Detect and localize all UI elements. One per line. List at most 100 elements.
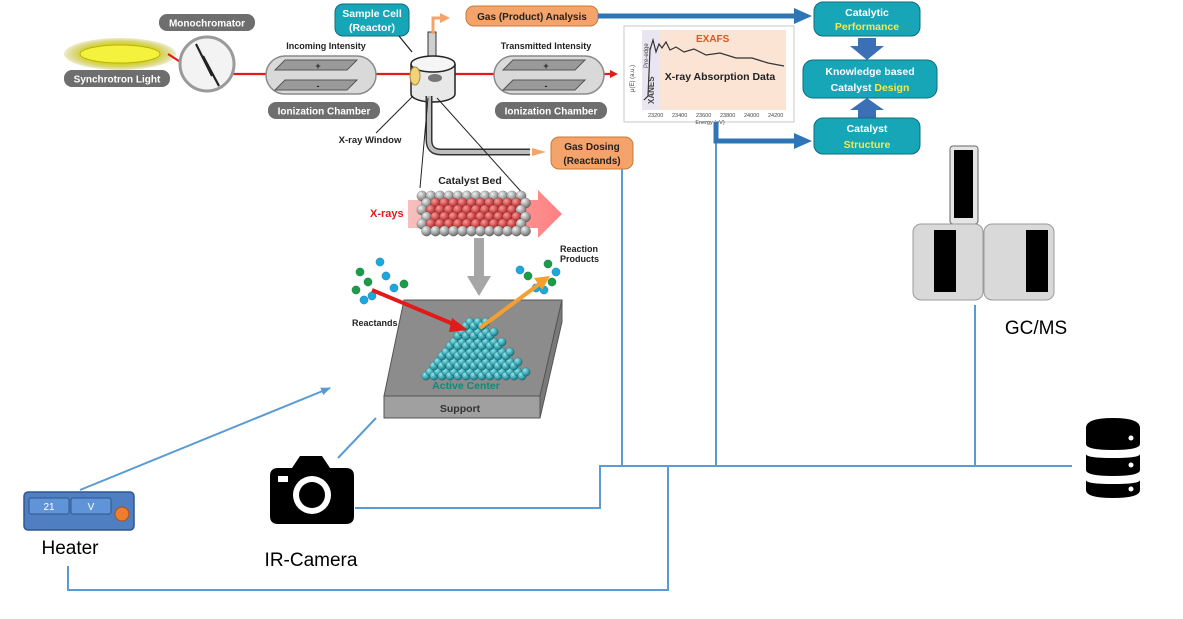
reactand-molecule [399,279,409,289]
sample-cell-label-box [334,3,410,37]
spectrum-tick: 24200 [768,113,783,119]
design-label-line2a: Catalyst [831,82,875,94]
synchrotron-source: Synchrotron Light [64,38,176,87]
reaction-products-line1: Reaction [560,244,598,254]
molecules [351,257,561,305]
performance-label-line1: Catalytic [845,7,889,19]
active-center-label: Active Center [432,380,500,392]
spectrum-tick: 23200 [648,113,663,119]
exafs-label: EXAFS [696,34,730,45]
catalyst-structure-box [813,117,921,155]
ionization-chamber-left-label-box [268,102,380,119]
spectrum-tick: 24000 [744,113,759,119]
monochromator-label-box [159,14,255,31]
reactands-label: Reactands [352,318,398,328]
spectrum-curve [643,37,785,101]
reactand-arrow [371,288,459,328]
product-molecule [523,271,533,281]
gas-dosing-label-line2: (Reactands) [563,156,620,167]
knowledge-flow: Catalytic Performance Knowledge based Ca… [802,1,938,155]
heater-label: Heater [41,538,99,559]
ionization-chamber-transmitted: Transmitted Intensity + - Ionization Cha… [493,41,607,119]
heater-display-unit: V [88,502,95,513]
performance-flow-arrow-icon [794,8,812,24]
product-arrowhead-icon [534,276,550,290]
sample-cell-label-line1: Sample Cell [342,8,402,20]
reactand-molecule [351,285,361,295]
spectrum-tick: 23400 [672,113,687,119]
transmitted-intensity-label: Transmitted Intensity [501,41,592,51]
reaction-products-line2: Products [560,254,599,264]
xanes-label: XANES [647,76,656,104]
pre-edge-label: Pre-edge [644,43,650,68]
catalyst-bed-label: Catalyst Bed [438,175,502,187]
reactand-molecule [389,283,399,293]
spectrum-title: X-ray Absorption Data [665,71,776,83]
incoming-plus-sign: + [315,61,320,71]
design-label-line2b: Design [874,82,909,94]
sample-cell-label-line2: (Reactor) [349,22,395,34]
heater-device: 21 V Heater [23,491,135,559]
reactand-molecule [355,267,365,277]
monochromator-label: Monochromator [169,19,245,30]
xray-absorption-spectrum: EXAFS XANES Pre-edge μ(E) (a.u.) X-ray A… [623,25,795,126]
camera-icon [270,456,354,524]
ir-camera-label: IR-Camera [265,550,358,571]
reactand-molecule [363,277,373,287]
active-center-spheres [421,317,531,381]
design-label-line1: Knowledge based [825,66,914,78]
ionization-chamber-incoming: Incoming Intensity + - Ionization Chambe… [265,41,380,119]
ir-camera-sight-line [337,417,377,459]
gas-dosing-label-box [550,136,634,170]
spectrum-tick: 23800 [720,113,735,119]
catalyst-bed: Catalyst Bed X-rays [370,175,562,296]
gas-analysis: Gas (Product) Analysis [465,5,812,27]
monochromator: Monochromator [159,14,255,93]
product-molecule [551,267,561,277]
reactand-molecule [381,271,391,281]
synchrotron-label-box [64,70,170,87]
structure-flow-arrow-icon [794,133,812,149]
catalyst-design-box [802,59,938,99]
active-center-sphere [497,337,507,347]
reactand-arrowhead-icon [449,318,468,332]
heater-pointer-arrow [79,387,331,491]
gcms-label: GC/MS [1005,318,1067,339]
transmitted-minus-sign: - [545,81,548,91]
heater-bus-line [67,466,669,591]
incoming-minus-sign: - [317,81,320,91]
catalyst-sphere [520,225,531,237]
up-arrow-icon [850,98,884,118]
database-icon [1086,418,1140,498]
ionization-chamber-right-label: Ionization Chamber [505,107,598,118]
structure-flow-line [713,122,796,144]
product-molecule [543,259,553,269]
catalyst-bed-spheres [416,190,531,237]
spectrum-ylabel: μ(E) (a.u.) [630,65,636,92]
design-label-line2: Catalyst Design [831,82,910,94]
product-molecule [515,265,525,275]
heater-display-value: 21 [43,502,55,513]
support-label: Support [440,403,481,415]
heater-knob-icon [114,506,130,522]
active-center-sphere [489,327,499,337]
gcms-device: GC/MS [912,145,1067,339]
ionization-chamber-right-label-box [495,102,607,119]
reactand-molecule [359,295,369,305]
active-center-sphere [505,347,515,357]
main-bus-line [355,465,1072,509]
gas-analysis-label: Gas (Product) Analysis [477,12,587,23]
gas-dosing: Gas Dosing (Reactands) [532,136,634,170]
structure-label-line2: Structure [844,139,891,151]
sample-cell-reactor: Sample Cell (Reactor) X-ray Window [334,3,530,197]
reactand-molecule [375,257,385,267]
active-center-sphere [521,367,531,377]
active-center-sphere [513,357,523,367]
connector-lines [67,140,1072,591]
spectrum-tick: 23600 [696,113,711,119]
ir-camera-device: IR-Camera [265,456,358,571]
product-arrow [478,280,544,330]
performance-label-line2: Performance [835,21,899,33]
gas-dosing-label-line1: Gas Dosing [564,142,620,153]
